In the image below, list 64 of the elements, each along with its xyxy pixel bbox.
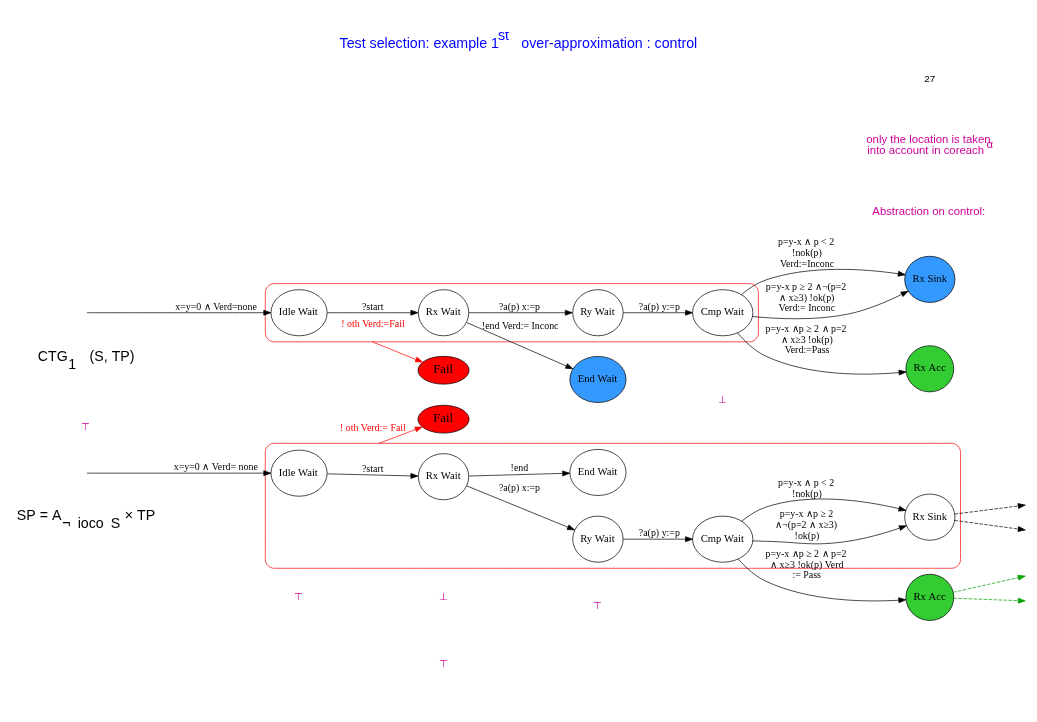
arrow (468, 309, 573, 316)
node-circle: Rx Wait (417, 289, 470, 337)
edge-label: ?a(p) x:=p (498, 301, 541, 313)
node-ellipse: Cmp Wait (692, 515, 754, 563)
label: ⊤ (593, 599, 603, 611)
edge-label: !end (510, 462, 529, 474)
arrow (466, 322, 574, 370)
edge-label: x=y=0 ∧ Verd=none (175, 301, 257, 313)
arrow (378, 426, 423, 444)
arrow (741, 269, 906, 295)
arrow (466, 485, 575, 531)
edge-label: ?a(p) x:=p (498, 482, 541, 494)
arrow (327, 473, 419, 479)
arrow (953, 597, 1026, 604)
arrow (752, 290, 909, 320)
label: ⊥ (438, 591, 448, 602)
node-circle: Rx Wait (417, 453, 470, 501)
label: ⊤ (81, 420, 91, 432)
edge-label: ?start (361, 462, 384, 474)
node-ellipse: Idle Wait (270, 289, 328, 337)
node-ellipse: End Wait (569, 449, 627, 496)
node-ellipse: End Wait (569, 356, 627, 403)
edge-label: p=y-x ∧ p < 2 !nok(p) Verd:=Inconc (777, 236, 835, 269)
label: 27 (924, 72, 936, 84)
arrow (952, 574, 1026, 593)
edge-label: !end Verd:= Inconc (481, 319, 559, 331)
arrow (468, 470, 571, 477)
edge-label: ?a(p) y:=p (638, 527, 680, 539)
arrow (327, 309, 419, 316)
arrow (86, 309, 272, 316)
arrow (741, 498, 907, 522)
node-ellipse: Fail (417, 404, 470, 434)
label: ⊤ (438, 657, 448, 669)
node-circle: Rx Acc (905, 573, 955, 621)
arrow (622, 536, 693, 542)
node-circle: Ry Wait (572, 289, 624, 337)
edge-label: p=y-x ∧p ≥ 2 ∧ p=2 ∧ x≥3 !ok(p) Verd := Pass (765, 548, 847, 581)
node-ellipse: Fail (417, 355, 470, 385)
edge-label: p=y-x ∧ p < 2 !nok(p) (777, 477, 835, 499)
label: ⊥ (718, 394, 728, 406)
label: ⊤ (294, 591, 304, 602)
edge-label: ?a(p) y:=p (638, 301, 680, 313)
edge-label: ?start (361, 301, 384, 313)
edge-label: x=y=0 ∧ Verd= none (173, 461, 258, 473)
node-circle: Rx Sink (904, 255, 956, 303)
edge-label: ! oth Verd:=Fail (341, 318, 405, 330)
arrow (86, 470, 272, 476)
label: Abstraction on control: (872, 205, 986, 218)
arrow (954, 503, 1026, 515)
node-circle: Ry Wait (572, 515, 624, 563)
edge-label: p=y-x p ≥ 2 ∧¬(p=2 ∧ x≥3) !ok(p) Verd:= Inconc (765, 281, 847, 314)
node-circle: Rx Acc (905, 345, 955, 393)
arrow (737, 332, 907, 376)
node-circle: Rx Sink (904, 493, 956, 541)
node-ellipse: Cmp Wait (692, 289, 754, 337)
edge-label: p=y-x ∧p ≥ 2 ∧ p=2 ∧ x≥3 !ok(p) Verd:=Pass (765, 323, 847, 356)
arrow (954, 520, 1026, 532)
edge-label: p=y-x ∧p ≥ 2 ∧¬(p=2 ∧ x≥3) !ok(p) (775, 508, 838, 541)
arrow (371, 341, 423, 363)
arrow (622, 309, 693, 316)
edge-label: ! oth Verd:= Fail (339, 422, 406, 434)
arrow (737, 558, 907, 604)
arrow (752, 525, 907, 545)
node-ellipse: Idle Wait (270, 449, 328, 497)
